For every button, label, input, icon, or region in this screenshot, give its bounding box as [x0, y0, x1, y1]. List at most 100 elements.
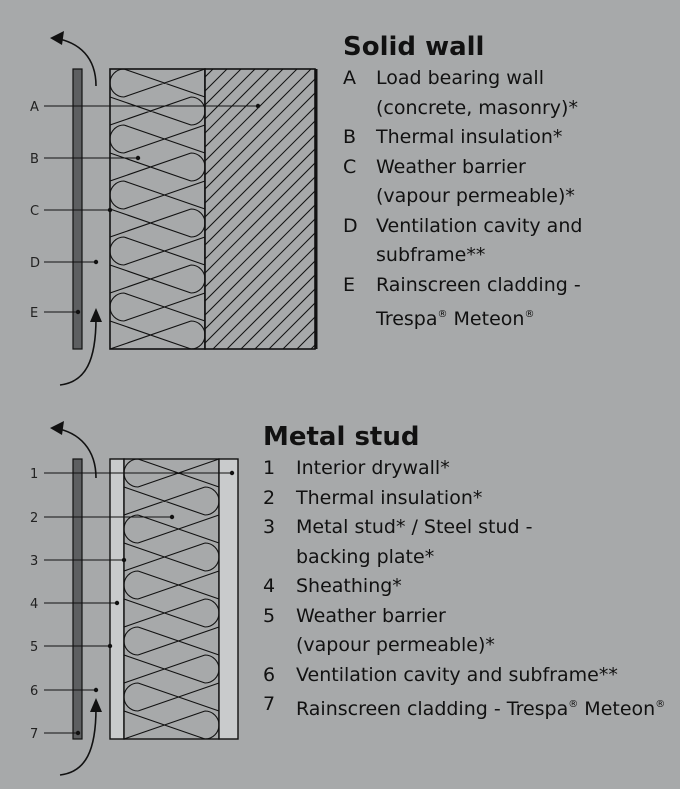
hatch-line	[205, 134, 315, 246]
sheathing-board	[109, 458, 125, 740]
thermal-insulation-layer	[109, 68, 206, 350]
callout-label: C	[30, 204, 39, 219]
legend-line: Ventilation cavity and subframe**	[296, 663, 618, 686]
legend-line: Sheathing*	[296, 575, 402, 597]
hatch-line	[205, 69, 312, 176]
leader-dot	[169, 514, 175, 520]
solid-wall-section: A B C D E	[30, 31, 680, 386]
callout-label: A	[30, 100, 39, 115]
legend-line: Ventilation cavity and	[376, 214, 583, 237]
interior-drywall	[218, 458, 239, 740]
airflow-arrow-bottom	[59, 707, 97, 776]
hatch-line	[205, 69, 270, 134]
callout-label: B	[30, 152, 39, 167]
legend-key: A	[343, 67, 356, 89]
legend-line: (concrete, masonry)*	[376, 96, 578, 119]
legend-text: Load bearing wall (concrete, masonry)*	[376, 64, 578, 123]
hatch-line	[226, 260, 315, 349]
leader-dot	[107, 643, 113, 649]
leader-dot	[93, 687, 99, 693]
legend-line: Rainscreen cladding -	[376, 273, 581, 296]
hatch-line	[619, 69, 680, 349]
leader-dot	[121, 557, 127, 563]
hatch-line	[605, 69, 680, 349]
legend-item-a: A Load bearing wall (concrete, masonry)*	[343, 64, 582, 123]
legend-title: Metal stud	[263, 422, 420, 452]
leader-dot	[255, 103, 261, 109]
legend-line: (vapour permeable)*	[376, 185, 575, 207]
leader-dot	[135, 155, 141, 161]
legend-text: Interior drywall*	[296, 454, 450, 484]
legend-key: 6	[263, 663, 276, 686]
leader-dot	[75, 730, 81, 736]
legend-text: Ventilation cavity and subframe**	[296, 661, 618, 691]
callout-label: 7	[30, 727, 38, 742]
callout-label: 3	[30, 554, 38, 569]
leader-dot	[114, 600, 120, 606]
callout-label: 1	[30, 467, 38, 482]
callout-label: 6	[30, 684, 38, 699]
hatch-line	[240, 274, 315, 349]
hatch-line	[205, 176, 315, 288]
legend-item-6: 6 Ventilation cavity and subframe**	[263, 661, 665, 691]
legend-line: Load bearing wall	[376, 67, 544, 89]
hatch-line	[205, 204, 315, 316]
legend-key: 7	[263, 693, 276, 715]
legend-key: 3	[263, 516, 276, 538]
legend-text: Ventilation cavity and subframe**	[376, 212, 582, 271]
legend-line: Weather barrier	[296, 604, 446, 627]
load-bearing-wall	[204, 68, 316, 350]
legend-text: Thermal insulation*	[296, 484, 482, 514]
hatch-line	[591, 69, 680, 349]
thermal-insulation-layer	[123, 458, 220, 740]
legend-item-3: 3 Metal stud* / Steel stud -backing plate…	[263, 513, 665, 572]
hatch-line	[205, 162, 315, 274]
solid-wall-legend: Solid wall A Load bearing wall (concrete, …	[343, 32, 582, 335]
hatch-line	[205, 92, 315, 204]
legend-title: Solid wall	[343, 32, 485, 62]
legend-key: D	[343, 214, 358, 237]
legend-line: Thermal insulation*	[376, 126, 563, 148]
hatch-line	[205, 190, 315, 302]
metal-stud-leaders: 1 2 3 4 5 6 7	[30, 467, 235, 742]
legend-item-7: 7 Rainscreen cladding - Trespa® Meteon®	[263, 690, 665, 725]
hatch-line	[254, 288, 315, 349]
callout-label: E	[30, 306, 38, 321]
hatch-line	[205, 106, 315, 218]
legend-line: Interior drywall*	[296, 457, 450, 479]
legend-item-e: E Rainscreen cladding - Trespa® Meteon®	[343, 271, 582, 335]
hatch-line	[577, 69, 680, 349]
leader-dot	[93, 259, 99, 265]
callout-label: 4	[30, 597, 38, 612]
hatch-line	[205, 69, 256, 120]
hatch-line	[205, 120, 315, 232]
legend-line: (vapour permeable)*	[296, 634, 495, 656]
legend-item-5: 5 Weather barrier (vapour permeable)*	[263, 602, 665, 661]
legend-line: Rainscreen cladding - Trespa® Meteon®	[296, 698, 666, 720]
airflow-arrow-bottom	[59, 317, 97, 386]
legend-text: Rainscreen cladding - Trespa® Meteon®	[296, 690, 665, 725]
callout-label: 5	[30, 640, 38, 655]
metal-stud-section: 1 2 3 4 5 6 7	[30, 421, 239, 776]
callout-label: D	[30, 256, 40, 271]
legend-key: 1	[263, 457, 276, 479]
legend-key: 5	[263, 604, 276, 627]
rainscreen-cladding-panel	[72, 68, 83, 350]
legend-key: C	[343, 155, 357, 178]
hatch-line	[205, 69, 284, 148]
legend-line: subframe**	[376, 244, 486, 266]
callout-label: 2	[30, 511, 38, 526]
hatch-line	[205, 148, 315, 260]
legend-text: Thermal insulation*	[376, 123, 562, 153]
masonry-hatching	[205, 69, 680, 349]
legend-text: Sheathing*	[296, 572, 402, 602]
legend-line: Trespa® Meteon®	[376, 308, 535, 330]
legend-key: E	[343, 273, 356, 296]
legend-text: Metal stud* / Steel stud -backing plate*	[296, 513, 532, 572]
